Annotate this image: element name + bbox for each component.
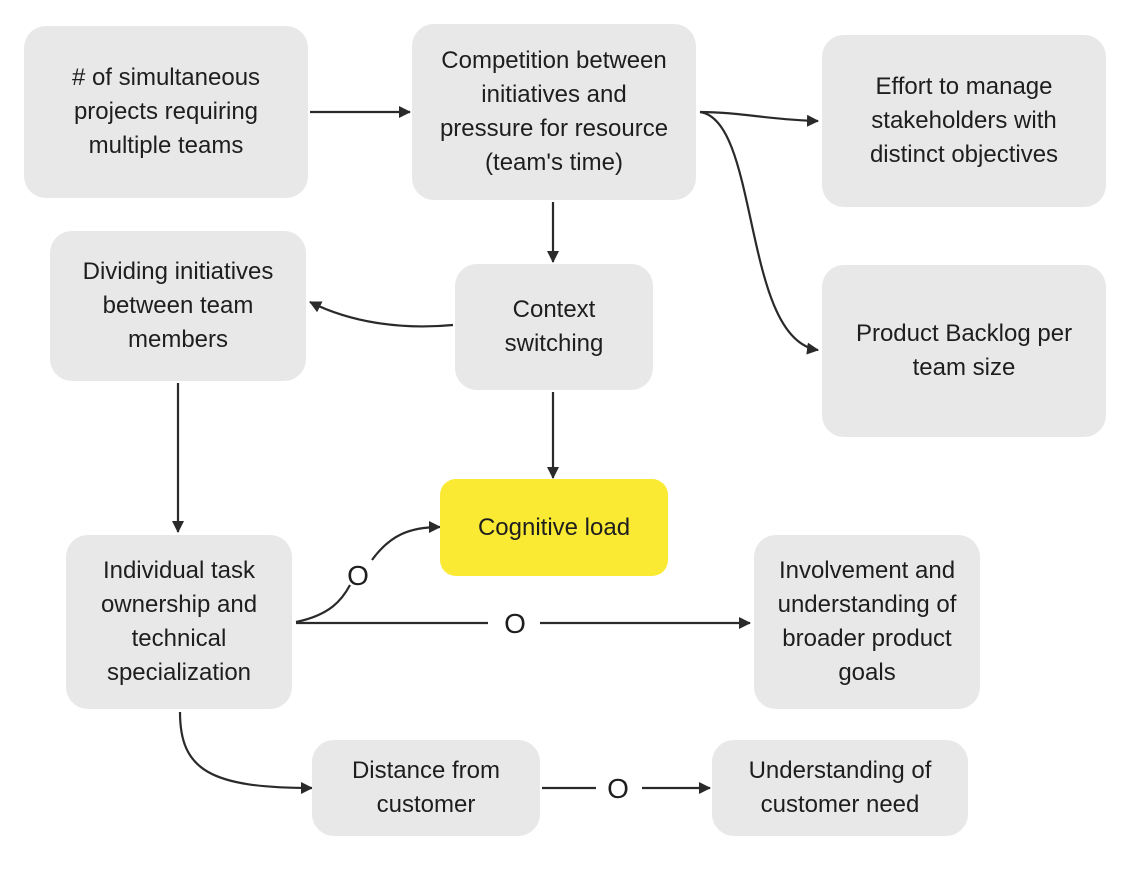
node-distance: Distance from customer	[312, 740, 540, 836]
node-context-switching-label: Context switching	[504, 296, 604, 357]
node-ownership-label: Individual task ownership and technical …	[100, 557, 258, 686]
node-understanding-label: Understanding of customer need	[748, 757, 932, 818]
edge-competition-to-stakeholders	[699, 110, 819, 127]
edge-competition-to-backlog	[699, 110, 819, 355]
node-distance-label: Distance from customer	[351, 757, 501, 818]
node-competition: Competition between initiatives and pres…	[412, 24, 696, 200]
node-involvement: Involvement and understanding of broader…	[754, 535, 980, 709]
edge-context-to-dividing	[309, 301, 454, 328]
node-context-switching: Context switching	[455, 264, 653, 390]
node-cognitive-load-label: Cognitive load	[477, 513, 631, 541]
node-understanding: Understanding of customer need	[712, 740, 968, 836]
node-backlog-label: Product Backlog per team size	[855, 320, 1073, 381]
node-dividing: Dividing initiatives between team member…	[50, 231, 306, 381]
node-competition-label: Competition between initiatives and pres…	[439, 47, 669, 176]
node-backlog: Product Backlog per team size	[822, 265, 1106, 437]
node-simultaneous-projects-label: # of simultaneous projects requiring mul…	[71, 64, 261, 159]
edge-ownership-to-cognitive	[295, 527, 440, 624]
node-cognitive-load: Cognitive load	[440, 479, 668, 576]
edge-ownership-to-distance	[178, 711, 313, 794]
node-dividing-label: Dividing initiatives between team member…	[82, 258, 274, 353]
node-involvement-label: Involvement and understanding of broader…	[777, 557, 957, 686]
edge-label-ownership-involvement: O	[504, 608, 526, 639]
node-simultaneous-projects: # of simultaneous projects requiring mul…	[24, 26, 308, 198]
edge-label-ownership-cognitive: O	[347, 560, 369, 591]
node-stakeholders-label: Effort to manage stakeholders with disti…	[869, 73, 1059, 168]
node-ownership: Individual task ownership and technical …	[66, 535, 292, 709]
node-stakeholders: Effort to manage stakeholders with disti…	[822, 35, 1106, 207]
edge-label-distance-understanding: O	[607, 773, 629, 804]
